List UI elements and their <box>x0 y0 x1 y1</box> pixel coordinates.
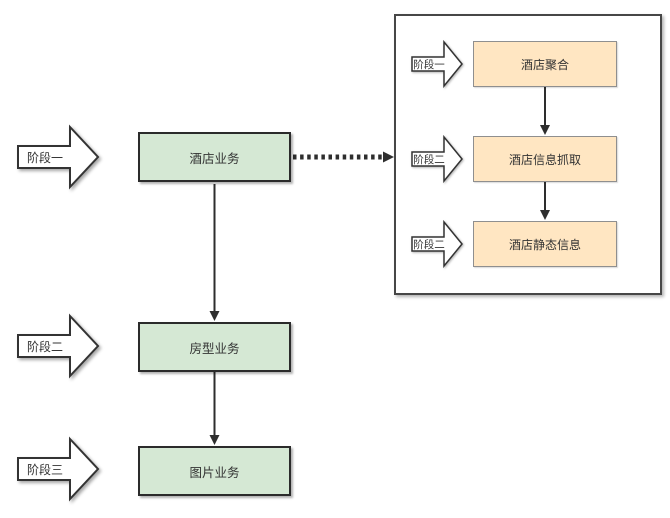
node-hotel-static-info: 酒店静态信息 <box>473 221 617 267</box>
panel-connectors <box>540 87 550 220</box>
arrowhead-right-icon <box>383 151 394 163</box>
node-label: 房型业务 <box>189 341 240 356</box>
stage-arrow-3-label: 阶段三 <box>26 462 63 477</box>
stage-arrow-1: 阶段一 <box>17 124 100 190</box>
right-arrow-icon <box>17 313 100 379</box>
node-label: 酒店业务 <box>189 151 240 166</box>
node-label: 图片业务 <box>189 465 240 480</box>
node-label: 酒店聚合 <box>520 57 569 72</box>
node-hotel-business: 酒店业务 <box>138 132 291 182</box>
stage-arrow-2: 阶段二 <box>17 313 100 379</box>
arrowhead-down-icon <box>209 435 220 445</box>
node-label: 酒店静态信息 <box>508 237 581 252</box>
panel-stage-arrow-3-label: 阶段二 <box>413 238 445 251</box>
panel-stage-arrow-1: 阶段一 <box>411 39 463 89</box>
panel-stage-arrow-2: 阶段二 <box>411 134 463 184</box>
node-hotel-aggregate: 酒店聚合 <box>473 41 617 87</box>
stage-arrow-3: 阶段三 <box>17 436 100 502</box>
stage-arrow-1-label: 阶段一 <box>26 150 63 165</box>
node-label: 酒店信息抓取 <box>508 152 581 167</box>
panel-stage-arrow-1-label: 阶段一 <box>413 58 445 71</box>
right-arrow-icon <box>17 436 100 502</box>
arrowhead-down-icon <box>540 210 550 220</box>
right-arrow-icon <box>411 219 463 269</box>
stage-arrow-2-label: 阶段二 <box>26 339 63 354</box>
node-image-business: 图片业务 <box>138 446 291 496</box>
panel-stage-arrow-3: 阶段二 <box>411 219 463 269</box>
detail-panel: 阶段一 阶段二 阶段二 酒店聚合 酒店信息抓取 酒店静态信息 <box>394 14 662 295</box>
right-arrow-icon <box>411 134 463 184</box>
node-roomtype-business: 房型业务 <box>138 322 291 372</box>
node-hotel-info-fetch: 酒店信息抓取 <box>473 136 617 182</box>
arrowhead-down-icon <box>209 311 220 321</box>
right-arrow-icon <box>17 124 100 190</box>
arrowhead-down-icon <box>540 125 550 135</box>
panel-stage-arrow-2-label: 阶段二 <box>413 153 445 166</box>
right-arrow-icon <box>411 39 463 89</box>
